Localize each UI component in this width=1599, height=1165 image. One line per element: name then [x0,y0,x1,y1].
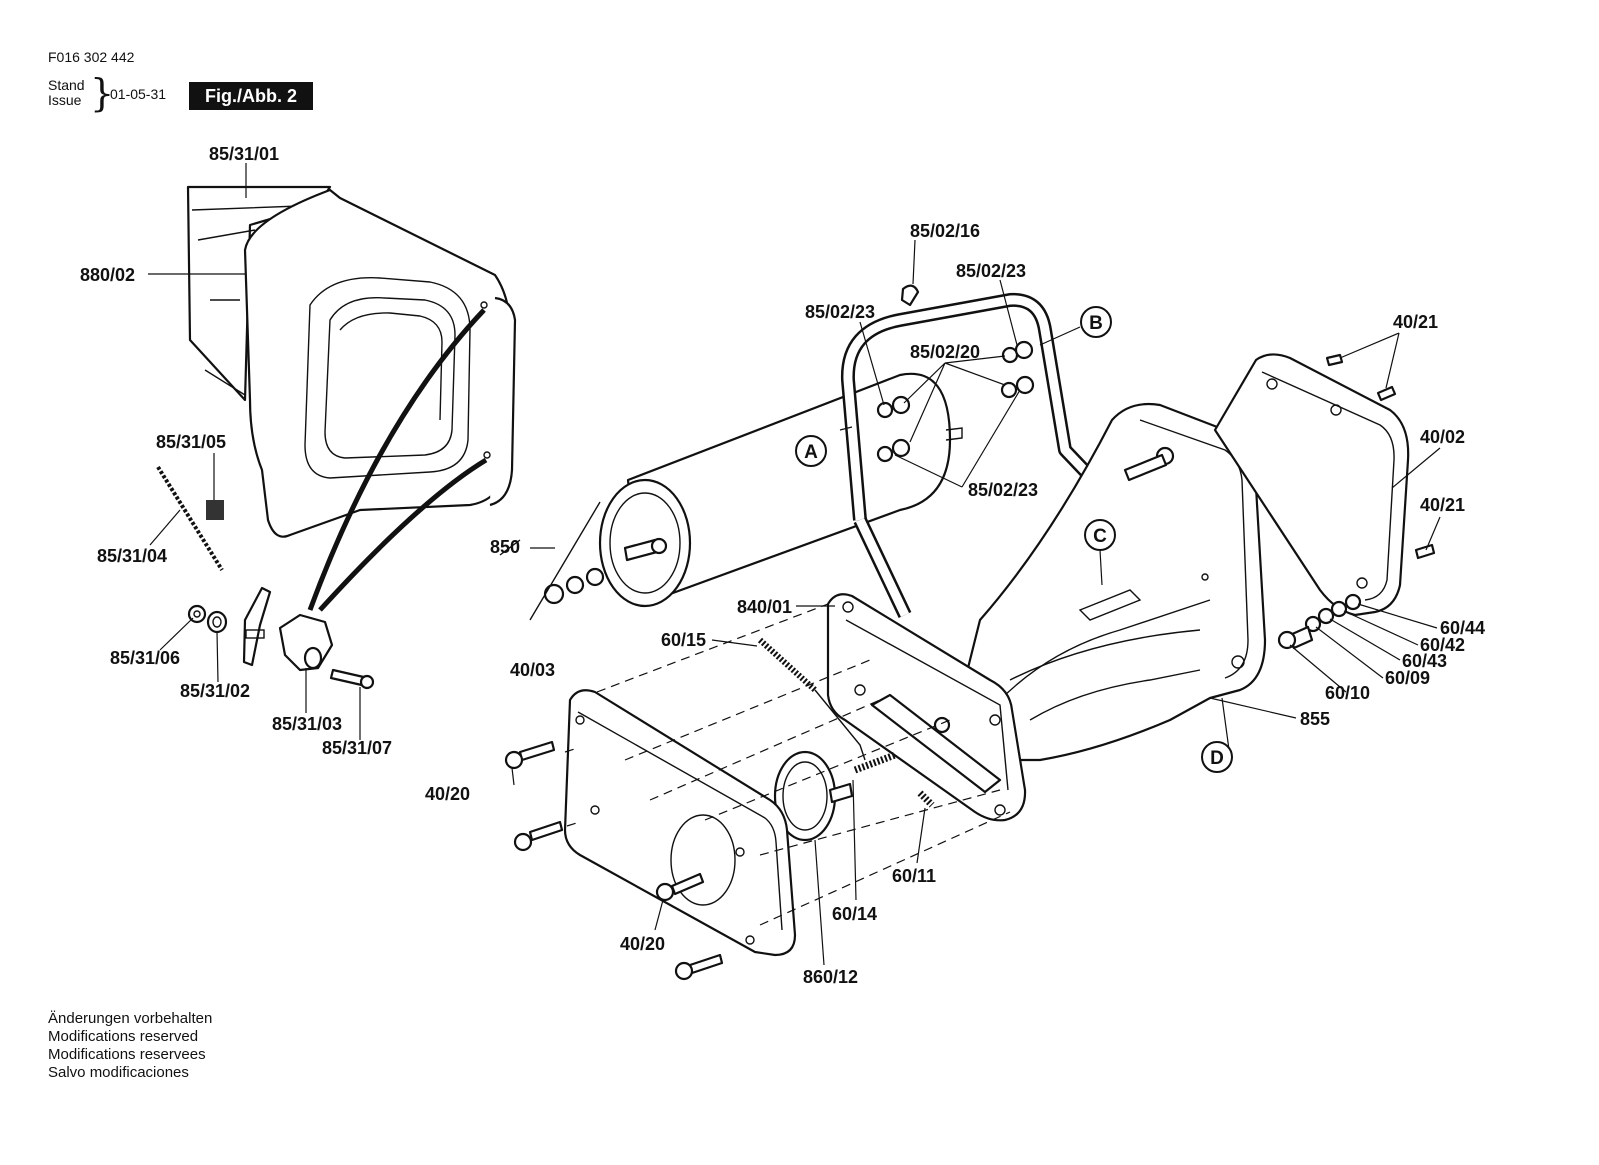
part-label-40-03: 40/03 [510,660,555,680]
part-label-60-15: 60/15 [661,630,706,650]
part-label-40-02: 40/02 [1420,427,1465,447]
part-label-40-20-lower: 40/20 [620,934,665,954]
figure-label: Fig./Abb. 2 [189,82,313,110]
part-label-85-31-04: 85/31/04 [97,546,167,566]
reference-markers: A B C D [795,306,1233,773]
leader-lines [148,163,1441,966]
reference-marker-d: D [1201,741,1233,773]
notice-french: Modifications reservees [48,1046,206,1063]
part-label-60-09: 60/09 [1385,668,1430,688]
inner-side-plate [826,593,1027,822]
part-label-85-31-03: 85/31/03 [272,714,342,734]
notice-spanish: Salvo modificaciones [48,1064,189,1081]
part-label-85-31-07: 85/31/07 [322,738,392,758]
screws-40-20 [504,740,724,981]
part-label-85-02-23-top: 85/02/23 [956,261,1026,281]
stand-label: Stand [48,77,85,93]
notice-german: Änderungen vorbehalten [48,1010,213,1027]
assembly-dashed-lines [564,603,1011,926]
part-label-85-31-01: 85/31/01 [209,144,279,164]
part-label-85-31-02: 85/31/02 [180,681,250,701]
part-label-60-44: 60/44 [1440,618,1485,638]
part-label-85-02-16: 85/02/16 [910,221,980,241]
part-label-840-01: 840/01 [737,597,792,617]
end-cap [773,750,854,842]
part-label-40-21-upper: 40/21 [1393,312,1438,332]
handle-bracket [840,284,1128,618]
roller-drum [499,372,963,621]
part-label-40-21-lower: 40/21 [1420,495,1465,515]
part-label-60-14: 60/14 [832,904,877,924]
side-cover-right [1213,353,1436,617]
part-label-60-43: 60/43 [1402,651,1447,671]
foam-pad [206,500,224,520]
reference-marker-a: A [795,435,827,467]
part-label-860-12: 860/12 [803,967,858,987]
bearing-stack [1277,593,1362,650]
part-label-60-10: 60/10 [1325,683,1370,703]
part-label-880-02: 880/02 [80,265,135,285]
part-label-60-11: 60/11 [892,866,936,886]
modifications-notice: Änderungen vorbehalten Modifications res… [48,1010,212,1082]
part-label-85-02-20: 85/02/20 [910,342,980,362]
part-label-850: 850 [490,537,520,557]
part-label-85-31-05: 85/31/05 [156,432,226,452]
part-label-85-02-23-left: 85/02/23 [805,302,875,322]
side-cover-left [563,689,797,957]
reference-marker-c-text: C [1093,526,1107,547]
grass-box-small-parts [156,465,375,690]
part-label-85-31-06: 85/31/06 [110,648,180,668]
part-label-60-42: 60/42 [1420,635,1465,655]
issue-label: Issue [48,92,82,108]
part-labels: 85/31/01 880/02 85/31/05 85/31/04 85/31/… [80,144,1485,987]
brace-glyph: } [90,71,115,115]
reference-marker-d-text: D [1210,748,1224,769]
reference-marker-c: C [1084,519,1116,551]
issue-date: 01-05-31 [110,86,167,102]
reference-marker-b: B [1080,306,1112,338]
part-label-85-02-23-bottom: 85/02/23 [968,480,1038,500]
part-label-855: 855 [1300,709,1330,729]
reference-marker-b-text: B [1089,313,1103,334]
document-id: F016 302 442 [48,49,135,65]
part-label-40-20-upper: 40/20 [425,784,470,804]
reference-marker-a-text: A [804,442,818,463]
notice-english: Modifications reserved [48,1028,199,1045]
stand-issue-label: Stand Issue [48,78,85,108]
grass-box-housing [186,185,517,612]
